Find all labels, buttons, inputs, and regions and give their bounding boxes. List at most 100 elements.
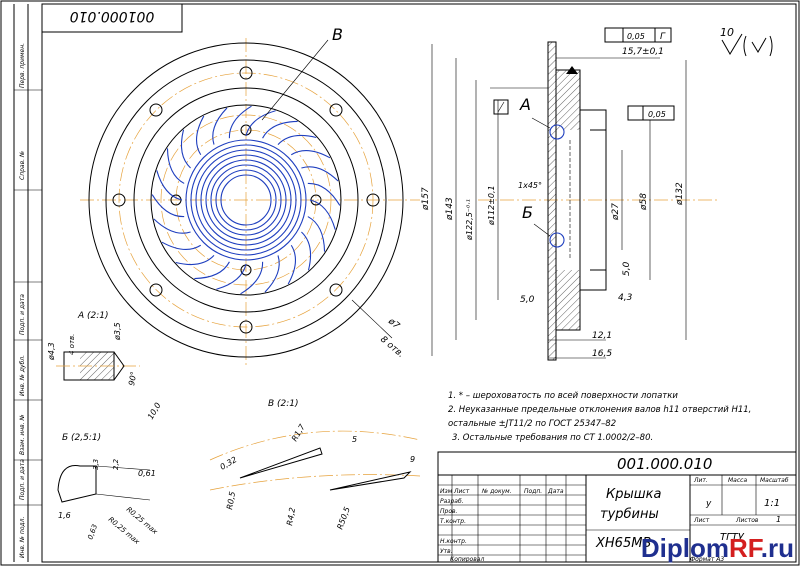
roughness-value: 10 <box>720 26 734 39</box>
turbine-blade <box>161 241 202 250</box>
turbine-blade <box>309 199 336 230</box>
side-stamp: Перв. примен. Справ. № Подп. и дата Инв.… <box>13 4 42 562</box>
row-label-3: Подп. <box>524 488 542 495</box>
det-v-5: 5 <box>352 435 357 444</box>
dim-d112: ø112±0,1 <box>487 185 496 226</box>
row-label-0: Изм <box>440 488 453 495</box>
turbine-blade <box>166 148 185 184</box>
drawing-number: 001.000.010 <box>617 455 712 473</box>
turbine-blade <box>287 244 296 285</box>
title-block: 001.000.010 Изм Лист № докум. Подп. Дата… <box>437 451 797 563</box>
dim-l50b: 5,0 <box>520 295 535 305</box>
dim-chamfer: 1х45° <box>518 181 542 190</box>
det-b-22: 2,2 <box>112 458 120 470</box>
turbine-blade <box>194 261 230 280</box>
tol-runout: 0,05 <box>648 110 666 119</box>
detail-b-label: Б (2,5:1) <box>62 433 101 443</box>
side-label-0: Перв. примен. <box>19 43 26 88</box>
watermark: DiplomRF.ru <box>641 533 794 564</box>
notes: 1. * – шероховатость по всей поверхности… <box>448 391 751 443</box>
tol-flat: 0,05 <box>627 32 645 41</box>
watermark-part3: .ru <box>760 533 794 563</box>
side-label-2: Подп. и дата <box>19 294 26 335</box>
front-view: В ø7 8 отв. <box>80 25 420 365</box>
side-label-3: Инв. № дубл. <box>19 355 26 396</box>
tol-flat-base: Г <box>660 32 666 42</box>
scale-value: 1:1 <box>764 498 780 509</box>
watermark-part2: RF <box>728 533 761 563</box>
dim-d1225: ø122,5⁻⁰·¹ <box>465 199 474 241</box>
role-0: Разраб. <box>440 498 464 505</box>
turbine-blade <box>277 134 317 145</box>
det-a-10: 10,0 <box>146 401 163 421</box>
row-label-4: Дата <box>547 488 564 495</box>
det-b-063: 0,63 <box>86 523 99 540</box>
dim-holes-count: 8 отв. <box>378 335 406 360</box>
turbine-blade <box>228 105 252 139</box>
dim-d143: ø143 <box>445 197 455 221</box>
turbine-blade <box>156 170 183 201</box>
drawing-number-mirror: 001000.010 <box>70 8 155 24</box>
turbine-blade <box>240 261 264 295</box>
detail-b: Б (2,5:1) 3,3 2,2 0,61 R0,25 max R0,25 m… <box>57 433 160 546</box>
role-2: Т.контр. <box>440 518 466 525</box>
turbine-blade <box>301 166 339 182</box>
det-a-d35: ø3,5 <box>113 322 122 341</box>
det-v-9: 9 <box>410 455 415 464</box>
detail-a: А (2:1) ø4,3 ø3,5 4 отв. 90° 10,0 <box>47 311 163 421</box>
dim-holes: ø7 <box>385 316 401 332</box>
material: ХН65МВ <box>595 536 651 551</box>
turbine-blade <box>151 194 185 218</box>
sheets-count: 1 <box>776 515 781 524</box>
inner-frame <box>41 3 797 563</box>
blade-ring <box>151 105 341 295</box>
side-label-1: Справ. № <box>19 151 26 180</box>
det-b-33: 3,3 <box>92 459 100 470</box>
section-letter-a: А <box>519 95 531 114</box>
mirror-number-box: 001000.010 <box>41 3 183 33</box>
note-1: 1. * – шероховатость по всей поверхности… <box>448 391 678 401</box>
turbine-blade <box>196 115 205 156</box>
dim-l121: 12,1 <box>592 331 612 341</box>
det-v-r17: R1,7 <box>290 422 307 443</box>
note-2: 2. Неуказанные предельные отклонения вал… <box>448 405 751 415</box>
det-v-r4: R4,2 <box>285 507 297 527</box>
bottom-left: Копировал <box>450 556 484 563</box>
role-1: Пров. <box>440 508 458 515</box>
role-4: Утв. <box>440 548 453 555</box>
bolt-holes <box>112 66 380 334</box>
turbine-blade <box>262 120 298 139</box>
bottom-right: Формат А3 <box>690 556 724 563</box>
det-a-d43: ø4,3 <box>47 342 56 361</box>
role-3: Н.контр. <box>440 538 467 545</box>
detail-v-label: В (2:1) <box>268 399 299 409</box>
detail-a-label: А (2:1) <box>77 311 109 321</box>
side-label-6: Инв. № подл. <box>19 517 26 558</box>
det-v-032: 0,32 <box>219 455 239 472</box>
turbine-blade <box>180 129 191 169</box>
row-label-2: № докум. <box>481 488 512 495</box>
view-letter-v: В <box>332 25 343 44</box>
lit-value: у <box>705 499 712 509</box>
turbine-blade <box>264 255 280 293</box>
det-a-4: 4 отв. <box>68 334 76 355</box>
turbine-blade <box>307 182 341 206</box>
watermark-part1: Diplom <box>640 533 729 563</box>
mass-label: Масса <box>728 477 747 484</box>
part-name-2: турбины <box>600 507 659 522</box>
turbine-blade <box>290 150 331 159</box>
extra-code: ТГТУ <box>720 532 745 543</box>
turbine-blade <box>301 231 312 271</box>
det-a-90: 90° <box>127 371 138 387</box>
turbine-blade <box>307 216 326 252</box>
dim-d157: ø157 <box>421 187 431 211</box>
det-b-16: 1,6 <box>58 511 71 520</box>
note-3: остальные ±JT11/2 по ГОСТ 25347–82 <box>448 419 616 429</box>
lit-label: Лит. <box>693 477 708 484</box>
side-section: ø157 ø143 ø122,5⁻⁰·¹ ø112±0,1 ø27 ø58 ø1… <box>421 26 773 361</box>
sheets-label: Листов <box>735 517 759 524</box>
turbine-blade <box>175 255 215 266</box>
dim-d132: ø132 <box>675 182 685 206</box>
dim-d58: ø58 <box>639 193 649 211</box>
row-label-1: Лист <box>453 488 470 495</box>
